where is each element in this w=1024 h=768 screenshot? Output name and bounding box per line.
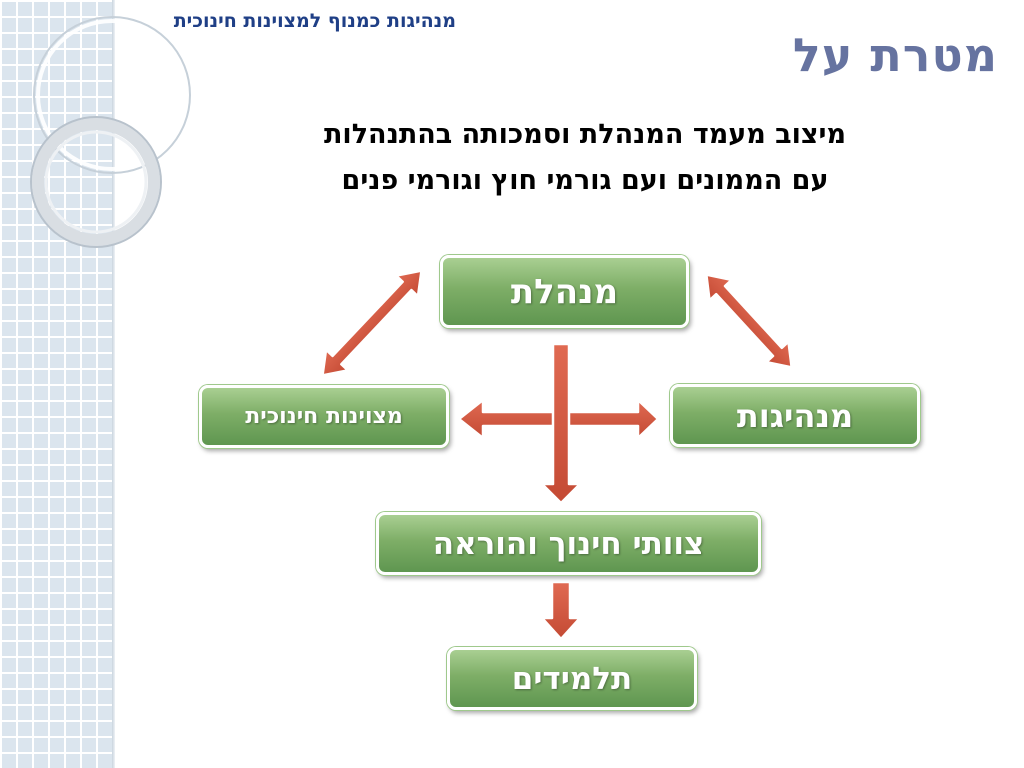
slide-title: מטרת על bbox=[792, 28, 998, 82]
arrow-top-right bbox=[705, 273, 793, 369]
arrow-to-students bbox=[540, 580, 582, 641]
node-education-teaching-staff: צוותי חינוך והוראה bbox=[376, 512, 761, 575]
decorative-circles bbox=[30, 16, 191, 248]
node-principal: מנהלת bbox=[440, 255, 689, 328]
subtitle: מיצוב מעמד המנהלת וסמכותה בהתנהלות עם המ… bbox=[190, 112, 980, 204]
node-students: תלמידים bbox=[447, 647, 697, 710]
node-leadership: מנהיגות bbox=[670, 384, 920, 447]
arrow-vertical-center bbox=[540, 342, 582, 505]
subtitle-line-2: עם הממונים ועם גורמי חוץ וגורמי פנים bbox=[341, 165, 829, 196]
node-educational-excellence: מצוינות חינוכית bbox=[199, 385, 449, 448]
decorative-strip-edge bbox=[112, 0, 115, 768]
header-title: מנהיגות כמנוף למצוינות חינוכית bbox=[173, 10, 456, 32]
arrow-top-left bbox=[321, 269, 423, 377]
subtitle-line-1: מיצוב מעמד המנהלת וסמכותה בהתנהלות bbox=[323, 119, 847, 150]
